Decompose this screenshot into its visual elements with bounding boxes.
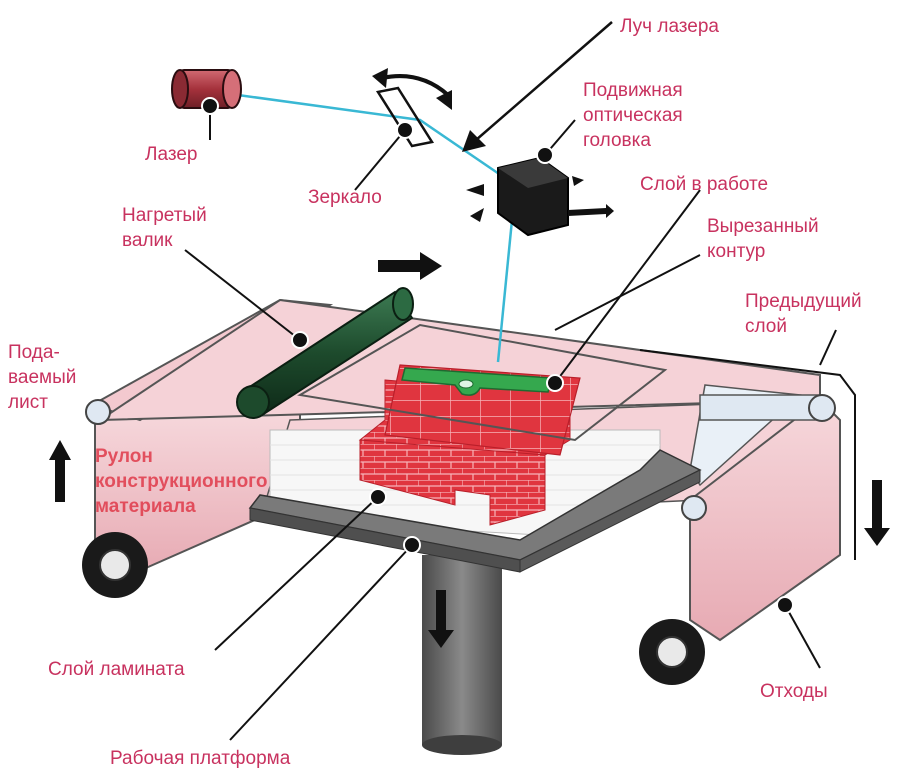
feed-spool <box>82 532 148 598</box>
label-heated-roller-2: валик <box>122 230 173 251</box>
previous-layer-bracket <box>639 329 856 560</box>
mirror-rotate-arrow-icon <box>372 68 452 110</box>
label-laser: Лазер <box>145 144 197 165</box>
label-material-roll-3: материала <box>95 496 196 517</box>
label-fed-sheet-3: лист <box>8 392 48 413</box>
front-guide-roller <box>681 495 707 521</box>
work-window <box>297 323 668 442</box>
label-optic-head-1: Подвижная <box>583 80 683 101</box>
label-laminate-layer: Слой ламината <box>48 659 185 680</box>
heated-roller <box>236 287 414 419</box>
cut-contour <box>401 367 553 396</box>
beam-pointer-arrow <box>462 21 613 152</box>
label-optic-head-3: головка <box>583 130 651 151</box>
label-previous-layer-2: слой <box>745 316 787 337</box>
leader-lines <box>184 108 821 741</box>
waste-down-arrow <box>864 480 890 546</box>
optic-head <box>466 156 614 237</box>
label-work-platform: Рабочая платформа <box>110 748 291 769</box>
label-cut-contour-2: контур <box>707 241 765 262</box>
label-fed-sheet-1: Пода- <box>8 342 60 363</box>
right-guide-roller <box>699 394 836 422</box>
label-optic-head-2: оптическая <box>583 105 683 126</box>
label-material-roll-2: конструкционного <box>95 471 267 492</box>
laser-device <box>171 69 242 109</box>
label-fed-sheet-2: ваемый <box>8 367 76 388</box>
label-laser-beam: Луч лазера <box>620 16 719 37</box>
label-mirror: Зеркало <box>308 187 382 208</box>
pillar-down-arrow <box>428 590 454 648</box>
leader-dots <box>201 97 794 614</box>
label-cut-contour-1: Вырезанный <box>707 216 819 237</box>
label-material-roll-1: Рулон <box>95 446 153 467</box>
waste-spool <box>639 619 705 685</box>
left-guide-roller <box>85 399 111 425</box>
feed-up-arrow <box>49 440 71 502</box>
roller-direction-arrow <box>378 252 442 280</box>
laser-beam <box>237 93 514 363</box>
label-waste: Отходы <box>760 681 828 702</box>
work-platform <box>248 449 702 573</box>
label-previous-layer-1: Предыдущий <box>745 291 862 312</box>
label-heated-roller-1: Нагретый <box>122 205 207 226</box>
platform-pillar <box>422 555 502 755</box>
label-layer-in-work: Слой в работе <box>640 174 768 195</box>
